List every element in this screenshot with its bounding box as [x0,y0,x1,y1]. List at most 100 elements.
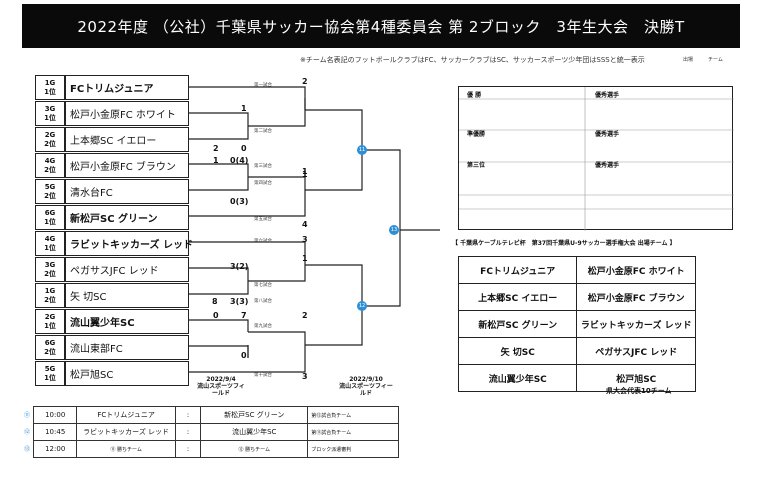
match-marker: 13 [389,225,399,235]
team-name: 流山翼少年SC [65,309,189,334]
schedule-note: 第⑫試合負チーム [307,406,399,424]
qualifier-team: ラビットキッカーズ レッド [576,310,696,338]
team-name: 新松戸SC グリーン [65,205,189,230]
qualifier-footer: 県大会代表10チーム [606,387,672,395]
top-player-label: 優秀選手 [595,131,620,138]
legend: 出場 チーム [683,57,723,63]
page-title: 2022年度 （公社）千葉県サッカー協会第4種委員会 第 2ブロック 3年生大会… [22,4,740,48]
qualifier-team: ペガサスJFC レッド [576,337,696,365]
schedule-home: FCトリムジュニア [76,406,176,424]
team-name: 松戸小金原FC ブラウン [65,153,189,178]
match-score: 0(3) [230,197,249,206]
third-place-label: 第三位 [467,162,486,169]
team-name: 松戸旭SC [65,361,189,386]
schedule-mark: ⑬ [24,446,31,453]
match-label: 第五試合 [254,217,272,222]
qualifier-team: 松戸旭SC [576,364,696,392]
match-score: 1 [302,167,308,176]
qualifier-row: 上本郷SC イエロー松戸小金原FC ブラウン [457,283,696,311]
match-score: 0 [241,144,247,153]
schedule-away: 新松戸SC グリーン [200,406,309,424]
match-score: 4 [302,220,308,229]
team-name: ペガサスJFC レッド [65,257,189,282]
match-score: 0 [241,351,247,360]
match-score: 3 [302,235,308,244]
qualifier-team: 上本郷SC イエロー [457,283,578,311]
schedule-home: ラビットキッカーズ レッド [76,423,176,441]
match-marker: 11 [357,145,367,155]
match-score: 2 [213,144,219,153]
match-score: 1 [213,156,219,165]
match-score: 0 [213,311,219,320]
team-name: ラビットキッカーズ レッド [65,231,193,256]
team-name: 清水台FC [65,179,189,204]
schedule-sep: : [174,406,202,424]
match-label: 第九試合 [254,324,272,329]
schedule-sep: : [174,423,202,441]
qualifier-team: 矢 切SC [457,337,578,365]
match-label: 第八試合 [254,299,272,304]
match-score: 1 [302,254,308,263]
qualifier-title: 【 千葉県ケーブルテレビ杯 第37回千葉県U-9サッカー選手権大会 出場チーム … [452,240,676,247]
match-score: 1 [302,170,308,179]
match-score: 7 [241,311,247,320]
schedule-sep: : [174,440,202,458]
top-player-label: 優秀選手 [595,92,620,99]
team-name: 上本郷SC イエロー [65,127,189,152]
match-score: 3 [302,372,308,381]
qualifier-row: 新松戸SC グリーンラビットキッカーズ レッド [457,310,696,338]
qualifier-team: 松戸小金原FC ホワイト [576,256,696,284]
match-score: 8 [212,297,218,306]
qualifier-table: FCトリムジュニア松戸小金原FC ホワイト上本郷SC イエロー松戸小金原FC ブ… [457,256,696,392]
match-label: 第七試合 [254,283,272,288]
top-player-label: 優秀選手 [595,162,620,169]
match-score: 3(2) [230,262,249,271]
schedule-home: ⑪ 勝ちチーム [76,440,176,458]
schedule-time: 10:00 [32,406,78,424]
results-box: 優 勝 優秀選手 準優勝 優秀選手 第三位 優秀選手 [458,86,734,231]
schedule-mark: ⑪ [24,412,31,419]
team-name: 流山東部FC [65,335,189,360]
schedule-note: ブロック派遣審判 [307,440,399,458]
team-name: 松戸小金原FC ホワイト [65,101,189,126]
match-score: 0(4) [230,156,249,165]
match-score: 1 [241,104,247,113]
naming-note: ※チーム名表記のフットボールクラブはFC、サッカークラブはSC、サッカースポーツ… [300,56,645,64]
match-label: 第三試合 [254,164,272,169]
match-score: 2 [302,311,308,320]
match-score: 3(3) [230,297,249,306]
runner-up-label: 準優勝 [467,131,486,138]
qualifier-team: FCトリムジュニア [457,256,578,284]
schedule-away: ⑫ 勝ちチーム [200,440,309,458]
match-label: 第一試合 [254,83,272,88]
qualifier-team: 松戸小金原FC ブラウン [576,283,696,311]
match-label: 第六試合 [254,239,272,244]
schedule-note: 第⑪試合負チーム [307,423,399,441]
qualifier-team: 流山翼少年SC [457,364,578,392]
schedule-mark: ⑫ [24,429,31,436]
winner-label: 優 勝 [467,92,482,99]
qualifier-team: 新松戸SC グリーン [457,310,578,338]
schedule-time: 12:00 [32,440,78,458]
